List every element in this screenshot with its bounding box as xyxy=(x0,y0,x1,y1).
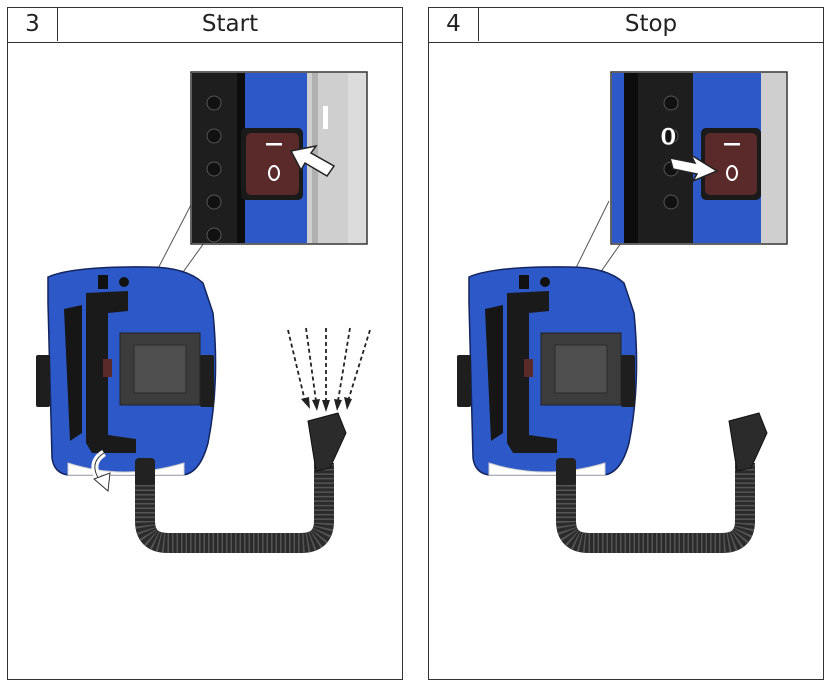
step-number: 4 xyxy=(429,8,479,41)
step-title: Stop xyxy=(624,11,678,37)
hose xyxy=(135,412,347,553)
step-header: 3 Start xyxy=(8,8,402,43)
switch-off-mark: 0 xyxy=(660,123,677,151)
arrow-icon xyxy=(289,144,336,177)
stop-illustration: 0 xyxy=(457,71,788,553)
vacuum-device xyxy=(36,266,217,492)
arrow-icon xyxy=(668,152,719,183)
hose xyxy=(556,412,768,553)
start-illustration xyxy=(36,71,371,553)
power-switch-icon xyxy=(246,133,299,195)
step-panel-start: 3 Start xyxy=(7,7,403,680)
step-header: 4 Stop xyxy=(429,8,823,43)
switch-zoom-box: 0 xyxy=(610,71,788,245)
airflow-arrows-icon xyxy=(287,327,371,402)
step-title: Start xyxy=(201,11,259,37)
power-switch-icon xyxy=(705,133,757,195)
step-number: 3 xyxy=(8,8,58,41)
switch-zoom-box xyxy=(190,71,368,245)
step-panel-stop: 4 Stop 0 xyxy=(428,7,824,680)
vacuum-device xyxy=(457,266,638,476)
switch-on-mark xyxy=(323,106,328,129)
